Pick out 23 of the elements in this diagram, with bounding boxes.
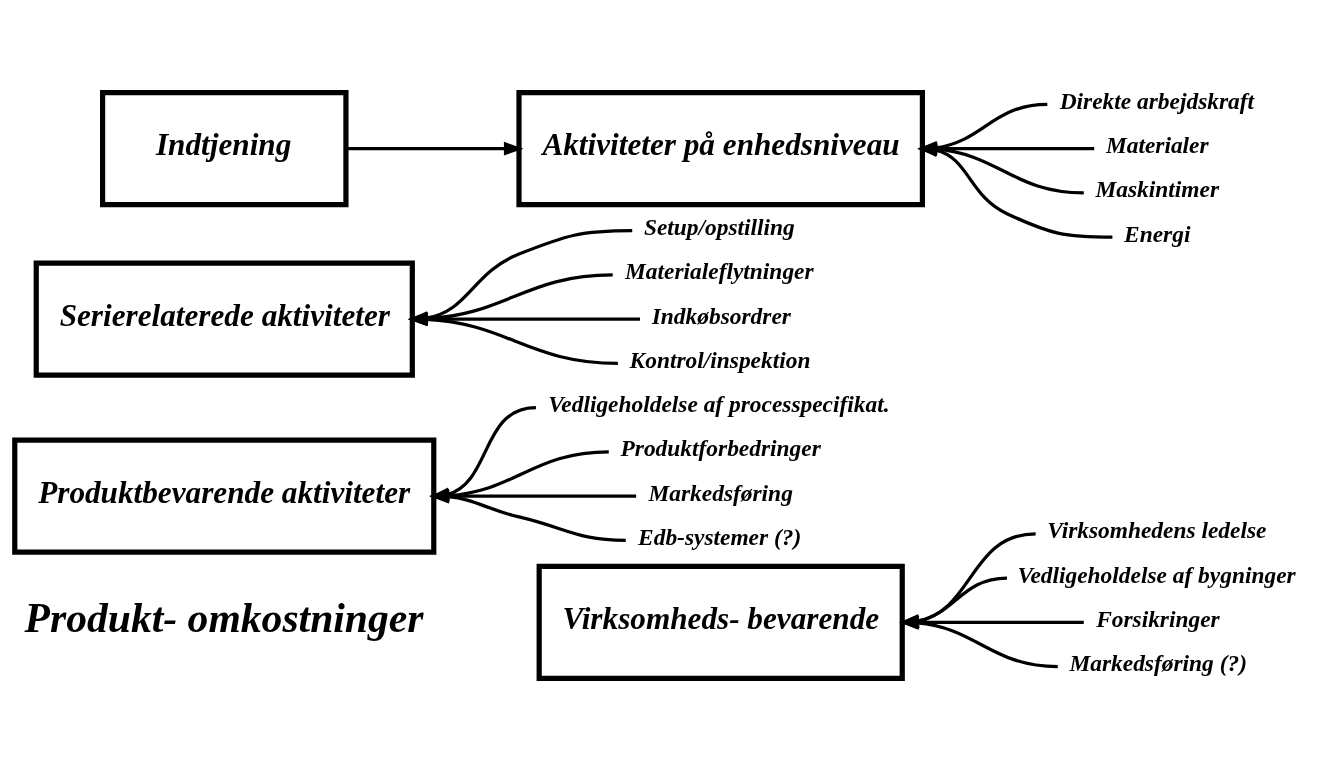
node-text: Virksomhedens ledelse (1047, 517, 1267, 544)
node-text: Indkøbsordrer (651, 302, 791, 329)
node-text: Setup/opstilling (643, 214, 795, 241)
arrow (346, 141, 524, 156)
node-box: Indtjening (100, 90, 349, 208)
node-text: Vedligeholdelse af bygninger (1017, 561, 1296, 588)
node-box: Produktbevarende aktiviteter (12, 437, 437, 555)
label: Produkt- omkostninger (24, 594, 424, 641)
node-text: Forsikringer (1096, 605, 1220, 632)
node-text: Materialeflytninger (625, 258, 814, 285)
node-text: Maskintimer (1095, 176, 1220, 203)
node-text: Markedsføring (?) (1069, 650, 1247, 676)
node-box: Serierelaterede aktiviteter (33, 260, 415, 378)
node-text: Edb-systemer (?) (638, 523, 802, 550)
node-text: Direkte arbejdskraft (1059, 87, 1255, 114)
node-text: Energi (1124, 220, 1191, 247)
node-text: Kontrol/inspektion (629, 346, 811, 373)
node-text: Vedligeholdelse af processpecifikat. (548, 391, 890, 418)
node-box: Aktiviteter på enhedsniveau (516, 90, 925, 208)
node-text: Produktforbedringer (620, 435, 821, 462)
node-box: Virksomheds- bevarende (536, 563, 905, 681)
node-text: Markedsføring (648, 479, 793, 506)
node-text: Materialer (1105, 132, 1209, 159)
